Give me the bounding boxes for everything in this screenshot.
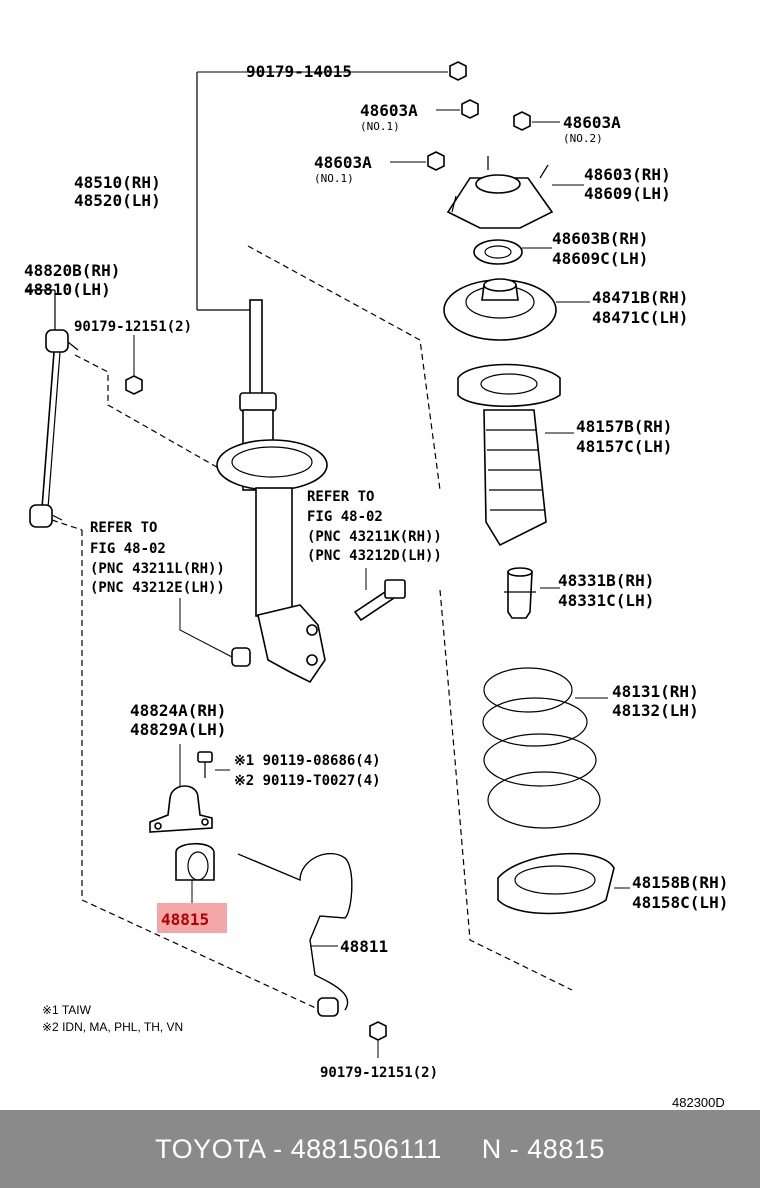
label-bracket-rh: 48824A(RH) xyxy=(130,701,226,720)
label-spring-rh: 48131(RH) xyxy=(612,682,699,701)
label-seat-upper-rh: 48471B(RH) xyxy=(592,288,688,307)
label-nut-no2: 48603A xyxy=(563,113,621,132)
label-boot-rh: 48157B(RH) xyxy=(576,417,672,436)
label-bushing: 48815 xyxy=(161,910,209,929)
label-nut-no1-b: 48603A xyxy=(314,153,372,172)
label-refer2-c: (PNC 43211L(RH)) xyxy=(90,561,225,577)
label-bearing-rh: 48603B(RH) xyxy=(552,229,648,248)
label-mount-lh: 48609(LH) xyxy=(584,184,671,203)
dust-boot xyxy=(457,363,574,547)
label-strut-lh: 48520(LH) xyxy=(74,191,161,210)
note-2: ※2 IDN, MA, PHL, TH, VN xyxy=(42,1020,183,1034)
label-nut-top: 90179-14015 xyxy=(246,62,352,81)
bearing xyxy=(473,239,552,265)
label-refer1-b: FIG 48-02 xyxy=(307,509,383,525)
label-bumper-lh: 48331C(LH) xyxy=(558,591,654,610)
label-refer2-b: FIG 48-02 xyxy=(90,541,166,557)
label-bottom-nut: 90179-12151(2) xyxy=(320,1065,438,1081)
label-bracket-lh: 48829A(LH) xyxy=(130,720,226,739)
bracket-bolt-icon xyxy=(197,751,230,778)
label-seat-upper-lh: 48471C(LH) xyxy=(592,308,688,327)
label-refer1-d: (PNC 43212D(LH)) xyxy=(307,548,442,564)
label-refer2-d: (PNC 43212E(LH)) xyxy=(90,580,225,596)
link-dash-top xyxy=(74,354,223,471)
diagram-code: 482300D xyxy=(672,1095,725,1110)
stabilizer-bar xyxy=(237,853,353,1017)
label-nut-no1-b-sub: (NO.1) xyxy=(314,172,354,185)
coil-spring xyxy=(482,667,608,829)
footer-bar: TOYOTA - 4881506111 N - 48815 xyxy=(0,1110,760,1188)
assembly-outline-top xyxy=(247,245,441,491)
lower-spring-seat xyxy=(497,852,630,915)
label-link-lh: 48810(LH) xyxy=(24,280,111,299)
assembly-outline-right xyxy=(439,589,573,991)
link-dash-bottom xyxy=(51,519,83,531)
label-stabilizer: 48811 xyxy=(340,937,388,956)
refer-left-leader xyxy=(179,598,233,658)
top-nut-icon xyxy=(197,61,467,81)
nut-no1-a-icon xyxy=(436,99,479,119)
label-lower-seat-lh: 48158C(LH) xyxy=(632,893,728,912)
nut-no1-b-icon xyxy=(390,151,445,171)
label-bumper-rh: 48331B(RH) xyxy=(558,571,654,590)
upper-mount xyxy=(446,156,584,229)
label-nut-no1-a: 48603A xyxy=(360,101,418,120)
refer-bolt xyxy=(353,568,406,622)
label-nut-no1-a-sub: (NO.1) xyxy=(360,120,400,133)
link-nut-icon xyxy=(125,335,143,395)
label-mount-rh: 48603(RH) xyxy=(584,165,671,184)
stabilizer-bracket xyxy=(149,744,213,833)
label-link-nut: 90179-12151(2) xyxy=(74,319,192,335)
parts-diagram: 90179-14015 48603A (NO.1) 48603A (NO.2) … xyxy=(24,61,728,1110)
label-lower-seat-rh: 48158B(RH) xyxy=(632,873,728,892)
bump-stopper xyxy=(504,567,560,619)
upper-spring-seat xyxy=(443,278,590,341)
strut-assembly xyxy=(196,72,328,684)
bushing xyxy=(175,842,215,906)
label-boot-lh: 48157C(LH) xyxy=(576,437,672,456)
label-bolt2: ※2 90119-T0027(4) xyxy=(234,773,381,789)
label-link-rh: 48820B(RH) xyxy=(24,261,120,280)
label-bearing-lh: 48609C(LH) xyxy=(552,249,648,268)
assembly-outline-left xyxy=(81,530,321,1011)
label-nut-no2-sub: (NO.2) xyxy=(563,132,603,145)
note-1: ※1 TAIW xyxy=(42,1003,92,1017)
label-bolt1: ※1 90119-08686(4) xyxy=(234,753,381,769)
label-strut-rh: 48510(RH) xyxy=(74,173,161,192)
footer-text: TOYOTA - 4881506111 N - 48815 xyxy=(155,1133,605,1164)
bottom-nut-icon xyxy=(369,1021,387,1058)
nut-no2-icon xyxy=(513,111,560,131)
stabilizer-link xyxy=(26,289,79,528)
label-spring-lh: 48132(LH) xyxy=(612,701,699,720)
label-refer1-a: REFER TO xyxy=(307,489,374,505)
callout-labels: 90179-14015 48603A (NO.1) 48603A (NO.2) … xyxy=(24,62,728,1110)
highlight-box xyxy=(157,903,227,933)
label-refer1-c: (PNC 43211K(RH)) xyxy=(307,529,442,545)
label-refer2-a: REFER TO xyxy=(90,520,157,536)
